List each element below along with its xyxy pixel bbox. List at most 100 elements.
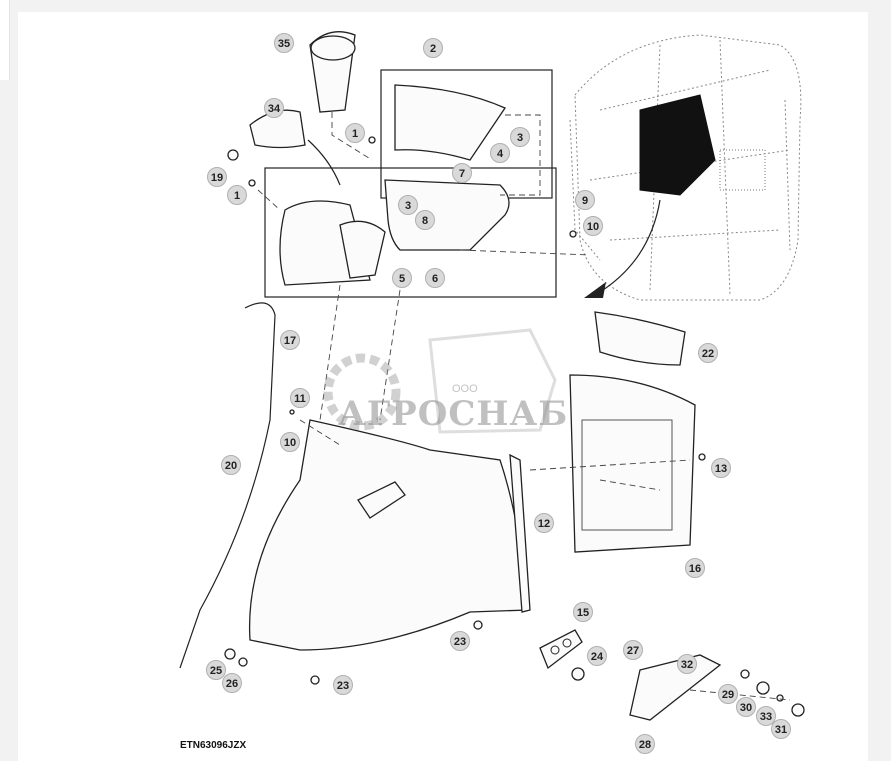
callout-label: 10 <box>284 437 296 449</box>
callout-label: 28 <box>639 739 651 751</box>
callout-8: 8 <box>415 210 435 230</box>
callout-label: 4 <box>497 148 504 160</box>
callout-label: 12 <box>538 518 550 530</box>
callout-bubble <box>423 38 443 58</box>
callout-label: 30 <box>740 702 752 714</box>
callout-label: 16 <box>689 563 701 575</box>
watermark: ООО АГРОСНАБ <box>323 328 567 434</box>
callout-label: 6 <box>432 273 438 285</box>
assembly-arrow-34 <box>307 139 341 186</box>
callout-label: 7 <box>459 168 465 180</box>
callout-label: 27 <box>627 645 639 657</box>
callout-34: 34 <box>264 98 284 118</box>
callout-label: 3 <box>517 132 523 144</box>
callout-bubble <box>534 513 554 533</box>
callout-bubble <box>392 268 412 288</box>
callout-bubble <box>490 143 510 163</box>
part-4-panel <box>394 84 506 161</box>
callout-label: 29 <box>722 689 734 701</box>
callout-4: 4 <box>490 143 510 163</box>
callout-bubble <box>221 455 241 475</box>
callout-label: 17 <box>284 335 296 347</box>
callout-bubble <box>450 631 470 651</box>
assembly-arrowhead-cab <box>584 282 606 298</box>
callout-bubble <box>280 432 300 452</box>
callout-label: 22 <box>702 348 714 360</box>
callout-bubble <box>698 343 718 363</box>
part-15-switch-plate <box>539 629 583 670</box>
callout-bubble <box>510 127 530 147</box>
callout-label: 23 <box>454 636 466 648</box>
callout-bubble <box>280 330 300 350</box>
callout-bubble <box>207 167 227 187</box>
callout-29: 29 <box>718 684 738 704</box>
callout-10: 10 <box>583 216 603 236</box>
callout-12: 12 <box>534 513 554 533</box>
callout-bubble <box>711 458 731 478</box>
callout-bubble <box>452 163 472 183</box>
callout-bubble <box>425 268 445 288</box>
callout-bubble <box>290 388 310 408</box>
callout-label: 1 <box>234 190 240 202</box>
callout-label: 5 <box>399 273 405 285</box>
callout-bubble <box>583 216 603 236</box>
callout-bubble <box>685 558 705 578</box>
callout-16: 16 <box>685 558 705 578</box>
callout-label: 25 <box>210 665 222 677</box>
part-12-strip <box>509 453 531 613</box>
callout-6: 6 <box>425 268 445 288</box>
callout-label: 9 <box>582 195 588 207</box>
callout-label: 3 <box>405 200 411 212</box>
callout-17: 17 <box>280 330 300 350</box>
callout-label: 23 <box>337 680 349 692</box>
part-22-tray <box>594 311 686 366</box>
callout-bubble <box>771 719 791 739</box>
callout-1: 1 <box>227 185 247 205</box>
callout-19: 19 <box>207 167 227 187</box>
assembly-lines <box>257 112 791 701</box>
callout-24: 24 <box>587 646 607 666</box>
figure-id: ETN63096JZX <box>180 740 246 751</box>
callout-bubble <box>718 684 738 704</box>
callout-5: 5 <box>392 268 412 288</box>
callout-22: 22 <box>698 343 718 363</box>
callout-label: 13 <box>715 463 727 475</box>
callout-30: 30 <box>736 697 756 717</box>
lower-console-panel <box>248 419 529 651</box>
fasteners <box>224 136 805 717</box>
callout-bubble <box>398 195 418 215</box>
callout-label: 8 <box>422 215 428 227</box>
callout-label: 19 <box>211 172 223 184</box>
callout-25: 25 <box>206 660 226 680</box>
callout-bubble <box>264 98 284 118</box>
callout-label: 24 <box>591 651 604 663</box>
callout-3: 3 <box>510 127 530 147</box>
callout-label: 2 <box>430 43 436 55</box>
callout-bubble <box>333 675 353 695</box>
callout-label: 26 <box>226 678 238 690</box>
callout-bubble <box>222 673 242 693</box>
cab-outline <box>569 34 802 301</box>
callout-label: 1 <box>352 128 358 140</box>
assembly-arrow-cab <box>599 199 661 293</box>
callout-bubble <box>274 33 294 53</box>
callout-20: 20 <box>221 455 241 475</box>
watermark-prefix: ООО <box>452 383 478 395</box>
callout-bubble <box>623 640 643 660</box>
callout-label: 10 <box>587 221 599 233</box>
callout-label: 11 <box>294 393 306 405</box>
callout-23: 23 <box>333 675 353 695</box>
left-edge-panel <box>0 0 10 80</box>
callout-26: 26 <box>222 673 242 693</box>
callout-bubble <box>415 210 435 230</box>
part-5-console <box>279 200 386 286</box>
callout-27: 27 <box>623 640 643 660</box>
callout-label: 35 <box>278 38 290 50</box>
callout-bubble <box>756 706 776 726</box>
callout-bubble <box>587 646 607 666</box>
callout-bubble <box>736 697 756 717</box>
part-6-frame <box>384 179 510 251</box>
callout-2: 2 <box>423 38 443 58</box>
